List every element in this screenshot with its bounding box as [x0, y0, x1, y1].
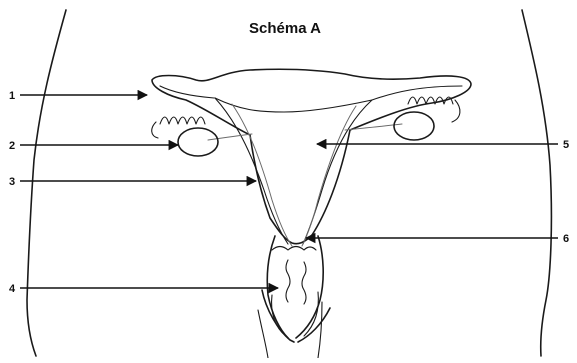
left-ovary	[152, 117, 218, 156]
uterus	[152, 69, 471, 246]
label-5: 5	[563, 139, 569, 151]
leader-arrows	[20, 95, 558, 288]
label-6: 6	[563, 233, 569, 245]
label-2: 2	[9, 140, 15, 152]
label-4: 4	[9, 283, 16, 295]
body-outline	[27, 10, 551, 358]
label-3: 3	[9, 176, 15, 188]
labels: 1 2 3 4 5 6	[9, 90, 569, 295]
diagram-title: Schéma A	[249, 20, 321, 37]
label-1: 1	[9, 90, 15, 102]
vagina	[262, 236, 330, 342]
